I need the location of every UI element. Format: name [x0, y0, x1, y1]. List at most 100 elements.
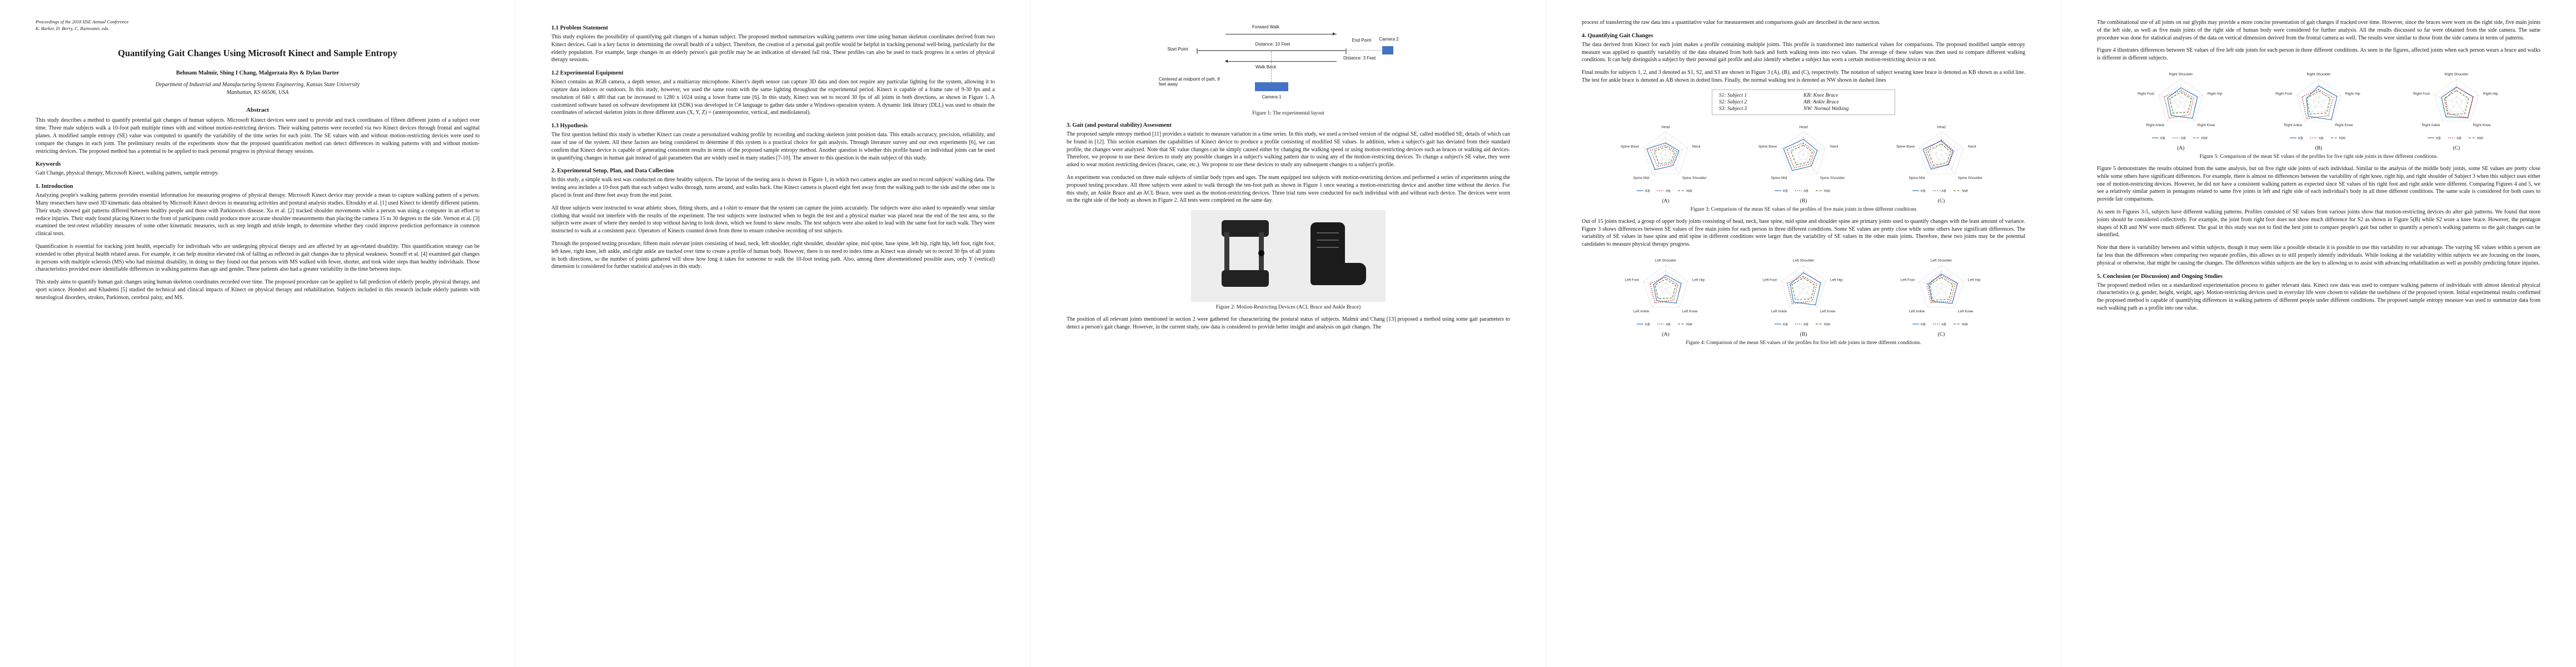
figure-3-caption: Figure 3: Comparison of the mean SE valu…	[1690, 206, 1917, 212]
page-3: Forward Walk Distance: 10 Feet Start Poi…	[1030, 0, 1546, 667]
camera1-label: Camera 1	[1262, 94, 1282, 99]
gait-paragraph: The position of all relevant joints ment…	[1067, 316, 1510, 330]
svg-text:NW: NW	[1686, 189, 1693, 193]
svg-text:Right Shoulder: Right Shoulder	[2307, 73, 2331, 77]
svg-text:Left Ankle: Left Ankle	[1633, 310, 1650, 313]
results-paragraph: Figure 5 demonstrates the results obtain…	[2097, 165, 2540, 203]
svg-text:Left Hip: Left Hip	[1968, 278, 1981, 282]
svg-text:Right Foot: Right Foot	[2137, 92, 2154, 96]
svg-text:NW: NW	[1962, 189, 1969, 193]
section-heading-quantifying: 4. Quantifying Gait Changes	[1582, 32, 1653, 39]
section-heading-setup: 2. Experimental Setup, Plan, and Data Co…	[551, 168, 674, 175]
svg-text:NW: NW	[2201, 136, 2208, 140]
walk-back-arrow-icon	[1225, 59, 1337, 63]
end-point-label: End Point	[1352, 38, 1372, 43]
page-1: Proceedings of the 2018 IISE Annual Conf…	[0, 0, 515, 667]
svg-text:KB: KB	[1645, 189, 1650, 193]
camera1-note-label: Centered at midpoint of path, 8 feet awa…	[1159, 77, 1220, 87]
equipment-paragraph: Kinect contains an RGB camera, a depth s…	[551, 79, 995, 116]
svg-text:Spine Base: Spine Base	[1896, 145, 1915, 148]
svg-text:AB: AB	[1941, 322, 1946, 326]
svg-text:AB: AB	[2319, 136, 2324, 140]
camera2-label: Camera 2	[1379, 37, 1399, 42]
chart-sublabel: (C)	[1937, 331, 1945, 337]
gait-paragraph: An experiment was conducted on three mal…	[1067, 174, 1510, 204]
svg-text:Right Hip: Right Hip	[2483, 92, 2498, 96]
svg-text:Right Knee: Right Knee	[2335, 123, 2354, 127]
setup-paragraph: In this study, a simple walk test was co…	[551, 177, 995, 198]
quantify-paragraph: Final results for subjects 1, 2, and 3 d…	[1582, 69, 2025, 83]
chart-sublabel: (B)	[2315, 145, 2323, 151]
section-heading-problem-statement: 1.1 Problem Statement	[551, 25, 609, 31]
svg-text:KB: KB	[1783, 322, 1788, 326]
intro-paragraph: Quantification is essential for tracking…	[36, 243, 480, 273]
svg-text:Right Knee: Right Knee	[2198, 123, 2216, 127]
forward-walk-label: Forward Walk	[1252, 24, 1280, 29]
svg-text:Head: Head	[1937, 125, 1946, 129]
camera2-icon	[1382, 46, 1393, 54]
section-heading-introduction: 1. Introduction	[36, 183, 73, 190]
intro-paragraph: Analyzing people's walking patterns prov…	[36, 192, 480, 237]
legend-entry-s1: S1: Subject 1	[1719, 92, 1747, 98]
svg-text:Right Hip: Right Hip	[2345, 92, 2360, 96]
chart-sublabel: (A)	[1662, 198, 1670, 204]
figure-1-experimental-layout: Forward Walk Distance: 10 Feet Start Poi…	[1067, 24, 1510, 116]
svg-text:Right Foot: Right Foot	[2413, 92, 2430, 96]
svg-text:Right Ankle: Right Ankle	[2284, 123, 2302, 127]
svg-text:KB: KB	[1921, 189, 1926, 193]
chart-sublabel: (B)	[1800, 331, 1807, 337]
svg-text:KB: KB	[1921, 322, 1926, 326]
keywords-heading: Keywords	[36, 161, 61, 168]
paper-title: Quantifying Gait Changes Using Microsoft…	[118, 47, 397, 58]
svg-text:NW: NW	[1962, 322, 1969, 326]
abstract-text: This study describes a method to quantif…	[36, 117, 480, 155]
svg-text:Spine Base: Spine Base	[1621, 145, 1640, 148]
experimental-layout-diagram: Forward Walk Distance: 10 Feet Start Poi…	[1158, 24, 1419, 108]
svg-text:AB: AB	[2457, 136, 2462, 140]
figure-2-caption: Figure 2: Motion-Restricting Devices (AC…	[1215, 305, 1361, 311]
section-heading-equipment: 1.2 Experimental Equipment	[551, 70, 624, 77]
results-paragraph: As seen in Figures 3-5, subjects have di…	[2097, 208, 2540, 238]
svg-text:Left Foot: Left Foot	[1900, 278, 1915, 282]
svg-text:Left Ankle: Left Ankle	[1909, 310, 1925, 313]
setup-paragraph: Through the proposed testing procedure, …	[551, 240, 995, 270]
setup-paragraph: All three subjects were instructed to we…	[551, 205, 995, 235]
affiliation-line-1: Department of Industrial and Manufacturi…	[155, 82, 360, 88]
quantify-continuation-paragraph: process of transferring the raw data int…	[1582, 19, 1881, 26]
condition-legend-box: S1: Subject 1 KB: Knee Brace S2: Subject…	[1712, 89, 1895, 115]
svg-text:KB: KB	[2436, 136, 2441, 140]
svg-text:Spine Base: Spine Base	[1758, 145, 1777, 148]
svg-text:NW: NW	[1824, 322, 1831, 326]
affiliation-line-2: Manhattan, KS 66506, USA	[226, 89, 289, 96]
authors-line: Behnam Malmir, Shing I Chang, Malgorzata…	[176, 70, 340, 77]
svg-text:AB: AB	[1666, 189, 1671, 193]
proceedings-header: Proceedings of the 2018 IISE Annual Conf…	[36, 19, 480, 32]
abstract-heading: Abstract	[246, 107, 269, 114]
chart-sublabel: (C)	[1937, 198, 1945, 204]
intro-paragraph: This study aims to quantify human gait c…	[36, 279, 480, 301]
svg-text:Right Ankle: Right Ankle	[2146, 123, 2164, 127]
svg-text:NW: NW	[1824, 189, 1831, 193]
svg-text:Spine Shoulder: Spine Shoulder	[1682, 176, 1707, 180]
svg-text:Left Shoulder: Left Shoulder	[1655, 259, 1677, 263]
svg-text:Right Knee: Right Knee	[2473, 123, 2492, 127]
keywords-text: Gait Change, physical therapy, Microsoft…	[36, 170, 219, 177]
camera1-connector-line	[1271, 51, 1272, 82]
svg-text:Neck: Neck	[1692, 145, 1701, 148]
problem-paragraph: This study explores the possibility of q…	[551, 34, 995, 63]
svg-text:KB: KB	[1783, 189, 1788, 193]
chart-sublabel: (A)	[1662, 331, 1670, 337]
path-distance-label: Distance: 10 Feet	[1255, 42, 1291, 47]
svg-text:Left Knee: Left Knee	[1682, 310, 1698, 313]
legend-entry-ab: AB: Ankle Brace	[1803, 99, 1839, 105]
